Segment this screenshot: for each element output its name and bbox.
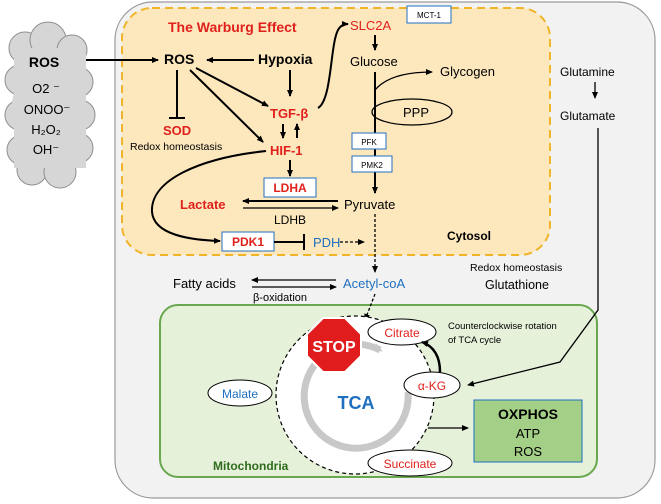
node-pdk1: PDK1 [232,235,264,249]
node-acetyl-coa: Acetyl-coA [343,276,405,291]
label-beta-oxidation: β-oxidation [253,292,307,304]
akg-node [403,371,461,399]
arrow-hif-to-pdk1 [150,150,267,244]
arrow-glucose-to-glycogen [374,69,433,91]
ldha-box [263,177,317,198]
node-pdh: PDH [313,235,340,250]
node-lactate: Lactate [180,197,226,212]
node-fatty-acids: Fatty acids [173,276,236,291]
arrow-ros-to-tgf [195,67,269,107]
warburg-title: The Warburg Effect [168,19,297,35]
label-mitochondria: Mitochondria [213,459,289,473]
arrow-glutamate-to-akg [467,128,599,387]
stop-label: STOP [312,339,356,356]
node-malate: Malate [222,387,258,401]
ros-cloud-title: ROS [29,54,59,70]
label-redox-homeostasis-1: Redox homeostasis [130,141,222,153]
rotation-note-1: Counterclockwise rotation [448,321,557,332]
rotation-note-2: of TCA cycle [448,335,501,346]
node-glutamine: Glutamine [560,65,615,79]
arrow-ros-to-hif [189,69,264,143]
ppp-loop [371,98,453,126]
node-atp: ATP [516,426,540,441]
oxphos-box [473,399,583,463]
node-pyruvate: Pyruvate [344,197,395,212]
citrate-node [367,318,437,346]
node-glutamate: Glutamate [560,109,616,123]
cytosol-region [121,7,551,256]
node-mct1: MCT-1 [417,11,442,20]
node-oxphos: OXPHOS [498,406,558,422]
node-pfk: PFK [361,138,377,147]
node-sod: SOD [163,123,191,138]
ros-species-1: O2 ⁻ [32,81,60,96]
arrow-akg-to-citrate [421,340,442,373]
tca-label: TCA [338,393,375,413]
label-redox-homeostasis-2: Redox homeostasis [470,262,562,274]
node-hypoxia: Hypoxia [258,51,313,67]
pfk-box [351,132,387,150]
node-pmk2: PMK2 [361,161,383,170]
node-glutathione: Glutathione [485,278,549,292]
node-slc2a: SLC2A [350,18,392,33]
ros-species-4: OH⁻ [33,142,59,157]
node-glucose: Glucose [350,54,398,69]
node-glycogen: Glycogen [440,64,495,79]
node-succinate: Succinate [384,457,437,471]
label-cytosol: Cytosol [447,229,491,243]
node-akg: α-KG [418,379,446,393]
arrow-tgf-to-slc2a [317,21,349,109]
succinate-node [367,449,453,477]
malate-node [207,379,273,407]
mct1-box [406,5,452,24]
node-citrate: Citrate [384,326,420,340]
node-ldhb: LDHB [274,213,306,227]
node-ldha: LDHA [273,181,307,195]
stop-sign [306,317,362,373]
node-ros: ROS [164,51,194,67]
ros-cloud [4,21,96,189]
node-ppp: PPP [403,105,429,120]
node-hif1: HIF-1 [270,143,303,158]
ros-species-2: ONOO⁻ [24,102,71,117]
ros-species-3: H₂O₂ [31,122,61,137]
pmk2-box [351,155,393,173]
node-tgf-beta: TGF-β [270,106,308,121]
node-ros-out: ROS [514,444,543,459]
